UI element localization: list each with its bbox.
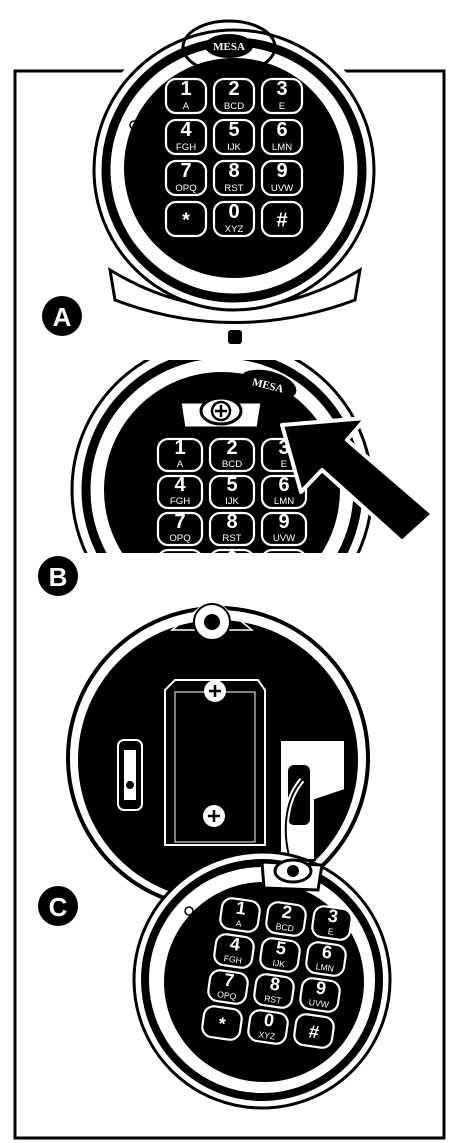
key-cap bbox=[262, 550, 306, 582]
key-main-label: 1 bbox=[174, 437, 185, 459]
panel-c: 1A2BCD3E 4FGH5IJK6LMN 7OPQ8RST9UVW *0XYZ# C bbox=[38, 598, 390, 1108]
key-main-label: 5 bbox=[226, 474, 237, 496]
panel-a: MESA 1A2BCD3E4FGH5IJK6LMN7OPQ8RST9UVW*0X… bbox=[42, 21, 386, 344]
key-main-label: * bbox=[176, 557, 184, 579]
key-main-label: # bbox=[276, 210, 287, 232]
key-4: 4FGH bbox=[213, 932, 255, 969]
key-hash: # bbox=[262, 550, 306, 582]
key-star: * bbox=[158, 550, 202, 582]
key-cap bbox=[158, 550, 202, 582]
key-1: 1A bbox=[158, 437, 202, 471]
key-main-label: 3 bbox=[276, 78, 287, 100]
key-letters-label: OPQ bbox=[175, 183, 196, 194]
key-0: 0XYZ bbox=[210, 548, 254, 582]
lock-a-spindle bbox=[228, 330, 242, 344]
key-cap bbox=[210, 550, 254, 582]
mounting-post-hole bbox=[204, 614, 220, 630]
key-star: * bbox=[201, 1005, 243, 1041]
key-letters-label: XYZ bbox=[225, 224, 244, 235]
key-letters-label: IJK bbox=[227, 142, 241, 153]
key-3: 3E bbox=[262, 78, 302, 113]
key-9: 9UVW bbox=[262, 160, 302, 195]
key-main-label: 6 bbox=[276, 119, 287, 141]
key-letters-label: RST bbox=[222, 533, 241, 544]
key-main-label: 4 bbox=[180, 119, 192, 141]
key-8: 8RST bbox=[253, 972, 295, 1009]
key-letters-label: A bbox=[183, 101, 190, 112]
key-main-label: 1 bbox=[180, 78, 191, 100]
latch-hole bbox=[126, 781, 134, 789]
key-5: 5IJK bbox=[214, 119, 254, 154]
key-letters-label: XYZ bbox=[223, 570, 242, 581]
key-main-label: 8 bbox=[226, 511, 237, 533]
key-9: 9UVW bbox=[262, 511, 306, 545]
key-main-label: 2 bbox=[226, 437, 237, 459]
panel-b: 1A2BCD3E4FGH5IJK6LMN7OPQ8RST9UVW*0XYZ# M… bbox=[38, 340, 433, 640]
screw-hole-icon bbox=[287, 865, 299, 877]
key-main-label: 0 bbox=[228, 201, 239, 223]
key-main-label: 7 bbox=[180, 160, 191, 182]
key-1: 1A bbox=[219, 896, 261, 933]
mesa-logo-text: MESA bbox=[213, 41, 245, 53]
key-3: 3E bbox=[311, 904, 353, 941]
key-letters-label: RST bbox=[224, 183, 243, 194]
panel-c-label: C bbox=[49, 892, 68, 922]
key-0: 0XYZ bbox=[247, 1008, 289, 1045]
key-hash: # bbox=[262, 202, 302, 236]
key-main-label: 7 bbox=[174, 511, 185, 533]
key-1: 1A bbox=[166, 78, 206, 113]
key-6: 6LMN bbox=[262, 119, 302, 154]
key-hash: # bbox=[293, 1013, 335, 1049]
key-letters-label: A bbox=[177, 459, 184, 470]
key-main-label: 5 bbox=[228, 119, 239, 141]
key-letters-label: E bbox=[281, 459, 287, 470]
key-main-label: # bbox=[278, 557, 289, 579]
key-2: 2BCD bbox=[210, 437, 254, 471]
key-letters-label: E bbox=[279, 101, 285, 112]
key-main-label: 9 bbox=[276, 160, 287, 182]
key-letters-label: FGH bbox=[176, 142, 196, 153]
key-main-label: 9 bbox=[278, 511, 289, 533]
key-letters-label: BCD bbox=[222, 459, 242, 470]
key-letters-label: BCD bbox=[224, 101, 244, 112]
key-star: * bbox=[166, 202, 206, 236]
panel-b-label: B bbox=[49, 562, 68, 592]
panel-a-label: A bbox=[53, 302, 72, 332]
key-main-label: 4 bbox=[174, 474, 186, 496]
key-letters-label: LMN bbox=[272, 142, 292, 153]
key-letters-label: LMN bbox=[274, 496, 294, 507]
key-letters-label: IJK bbox=[225, 496, 239, 507]
key-letters-label: FGH bbox=[170, 496, 190, 507]
key-5: 5IJK bbox=[210, 474, 254, 508]
key-main-label: 6 bbox=[278, 474, 289, 496]
key-main-label: 8 bbox=[228, 160, 239, 182]
key-letters-label: OPQ bbox=[169, 533, 190, 544]
key-letters-label: UVW bbox=[273, 533, 296, 544]
key-main-label: 0 bbox=[226, 548, 237, 570]
key-main-label: * bbox=[182, 210, 190, 232]
key-main-label: 2 bbox=[228, 78, 239, 100]
key-letters-label: IJK bbox=[272, 958, 286, 970]
key-letters-label: UVW bbox=[271, 183, 294, 194]
latch bbox=[124, 750, 136, 800]
